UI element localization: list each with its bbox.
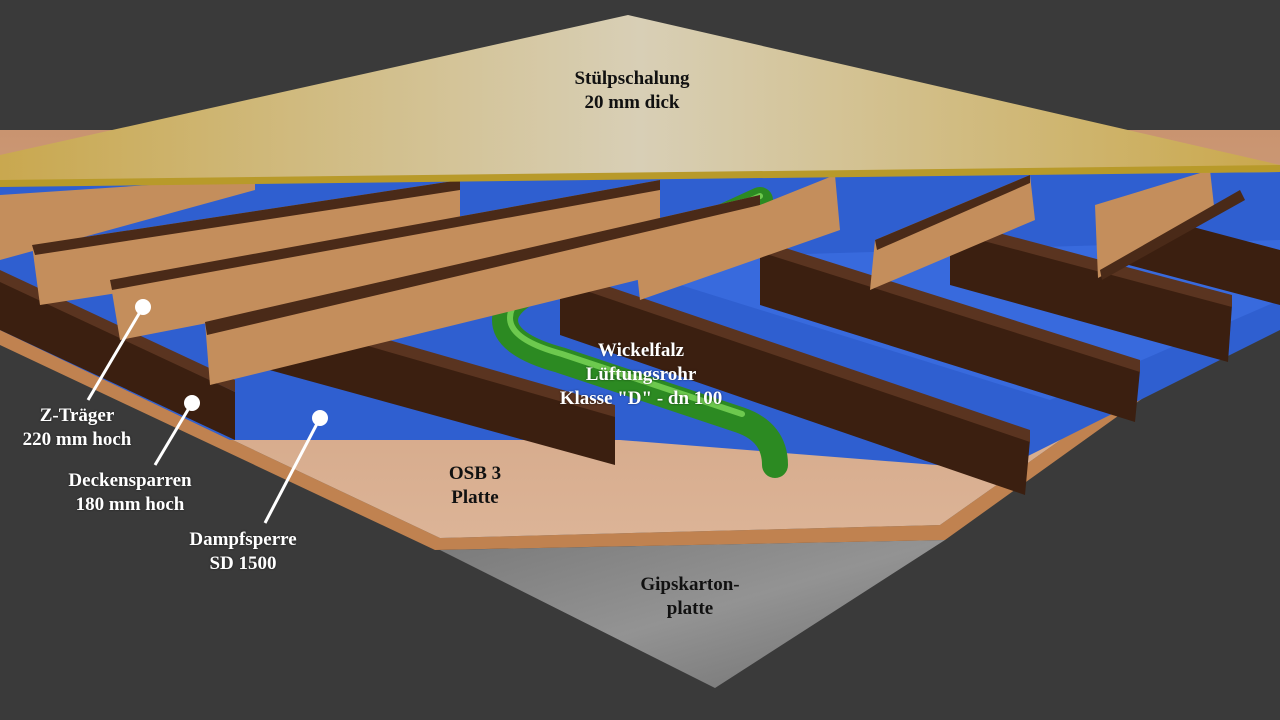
- z-beam-callout-dot: [135, 299, 151, 315]
- shiplap-label: Stülpschalung 20 mm dick: [574, 68, 690, 113]
- z-beam-label: Z-Träger 220 mm hoch: [22, 405, 132, 450]
- osb-label: OSB 3 Platte: [448, 463, 502, 508]
- vapor-barrier-callout-dot: [312, 410, 328, 426]
- osb-board: [0, 285, 1280, 550]
- gypsum-board: [440, 540, 945, 688]
- vapor-barrier-label: Dampfsperre SD 1500: [189, 529, 297, 574]
- z-beams: [0, 170, 1245, 385]
- pipe-label: Wickelfalz Lüftungsrohr Klasse "D" - dn …: [559, 340, 723, 409]
- gypsum-label: Gipskarton- platte: [640, 574, 740, 619]
- callouts: [86, 299, 328, 524]
- rafter-callout-dot: [184, 395, 200, 411]
- rafter-label: Deckensparren 180 mm hoch: [68, 470, 192, 515]
- shiplap-board: [0, 15, 1280, 184]
